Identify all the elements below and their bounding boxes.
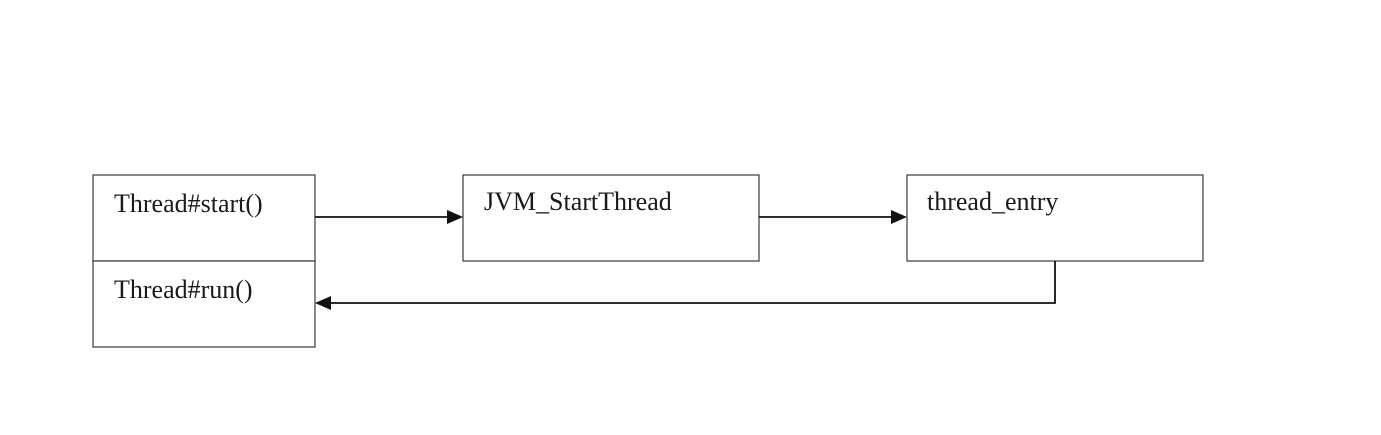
jvm-start-thread-node: JVM_StartThread <box>462 174 760 262</box>
arrow-entry-to-run-line <box>330 261 1056 304</box>
jvm-start-thread-label: JVM_StartThread <box>484 187 672 216</box>
arrow-entry-to-run-head <box>315 296 331 310</box>
thread-start-box <box>92 174 316 262</box>
thread-entry-label: thread_entry <box>927 187 1058 216</box>
thread-entry-box <box>906 174 1204 262</box>
arrow-jvm-to-entry <box>759 210 907 224</box>
thread-class-node: Thread#start() Thread#run() <box>92 174 316 348</box>
jvm-start-thread-box <box>462 174 760 262</box>
arrow-start-to-jvm <box>315 210 463 224</box>
thread-run-label: Thread#run() <box>114 275 253 304</box>
arrow-entry-to-run <box>315 261 1056 310</box>
thread-run-box <box>92 260 316 348</box>
arrow-jvm-to-entry-head <box>891 210 907 224</box>
thread-start-label: Thread#start() <box>114 189 263 218</box>
arrow-start-to-jvm-head <box>447 210 463 224</box>
thread-entry-node: thread_entry <box>906 174 1204 262</box>
